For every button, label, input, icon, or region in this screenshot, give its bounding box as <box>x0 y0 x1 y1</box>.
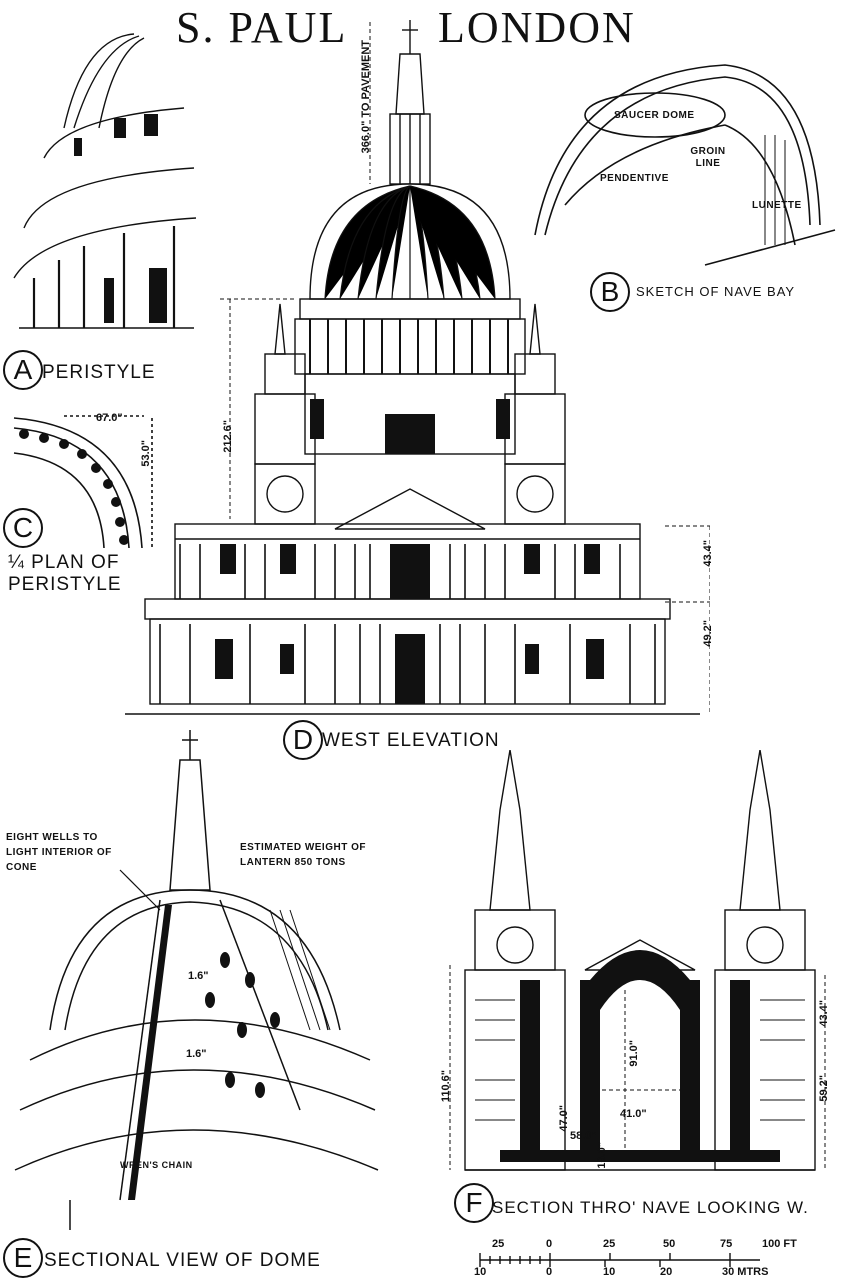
dim-lower-storey: 49.2" <box>702 620 714 647</box>
dim-dome-1: 1.6" <box>188 970 209 982</box>
quarter-plan-drawing <box>13 415 153 549</box>
dim-f-right-lower: 59.2" <box>818 1075 830 1102</box>
panel-f-letter: F <box>454 1183 494 1223</box>
scale-top-25: 25 <box>603 1238 616 1250</box>
panel-a-letter: A <box>3 350 43 390</box>
note-eight-wells: EIGHT WELLS TO LIGHT INTERIOR OF CONE <box>6 832 112 873</box>
dim-total-height: 366.0" TO PAVEMENT <box>360 40 372 154</box>
panel-d-letter: D <box>283 720 323 760</box>
scale-top-50: 50 <box>663 1238 676 1250</box>
scale-bottom-30m: 30 MTRS <box>722 1266 769 1278</box>
title-left: S. PAUL <box>176 3 348 52</box>
panel-e-letter: E <box>3 1238 43 1278</box>
peristyle-drawing <box>13 33 197 329</box>
panel-b-caption: SKETCH OF NAVE BAY <box>636 284 796 299</box>
nave-section-drawing <box>449 750 826 1171</box>
scale-bar <box>479 1253 760 1267</box>
dim-f-aisle-height: 47.0" <box>558 1105 570 1132</box>
scale-top-0: 0 <box>546 1238 553 1250</box>
label-groin-line: GROIN LINE <box>690 146 726 169</box>
scale-top-75: 75 <box>720 1238 733 1250</box>
panel-c-caption-line1: ¼ PLAN OF <box>8 552 120 573</box>
dim-body-height: 212.6" <box>222 420 234 453</box>
scale-bottom-10: 10 <box>603 1266 616 1278</box>
label-pendentive: PENDENTIVE <box>600 173 669 184</box>
note-lantern-weight: ESTIMATED WEIGHT OF LANTERN 850 TONS <box>240 842 366 868</box>
west-elevation-drawing <box>125 20 710 715</box>
dim-f-left-height: 110.6" <box>440 1070 452 1103</box>
label-lunette: LUNETTE <box>752 200 802 211</box>
dim-f-arch-height: 91.0" <box>628 1040 640 1067</box>
dim-f-right-upper: 43.4" <box>818 1000 830 1027</box>
panel-d-caption: WEST ELEVATION <box>322 730 500 751</box>
dim-f-16: 16.0" <box>596 1142 608 1169</box>
nave-bay-drawing <box>534 64 836 266</box>
panel-c-letter: C <box>3 508 43 548</box>
dim-plan-depth: 53.0" <box>140 440 152 467</box>
scale-top-25-left: 25 <box>492 1238 505 1250</box>
panel-c-caption-line2: PERISTYLE <box>8 574 122 595</box>
label-saucer-dome: SAUCER DOME <box>614 110 695 121</box>
dim-f-arch-span: 41.0" <box>620 1108 647 1120</box>
title-right: LONDON <box>438 3 636 52</box>
scale-top-100ft: 100 FT <box>762 1238 797 1250</box>
panel-e-caption: SECTIONAL VIEW OF DOME <box>44 1250 321 1271</box>
dim-dome-2: 1.6" <box>186 1048 207 1060</box>
scale-bottom-10-left: 10 <box>474 1266 487 1278</box>
dim-upper-storey: 43.4" <box>702 540 714 567</box>
dim-plan-width: 67.0" <box>96 412 123 424</box>
scale-bottom-20: 20 <box>660 1266 673 1278</box>
label-wrens-chain: WREN'S CHAIN <box>120 1160 193 1170</box>
scale-bottom-0: 0 <box>546 1266 553 1278</box>
dim-f-58: 58.0" <box>570 1130 597 1142</box>
panel-a-caption: PERISTYLE <box>42 362 156 383</box>
dome-section-drawing <box>14 730 379 1230</box>
panel-b-letter: B <box>590 272 630 312</box>
panel-f-caption: SECTION THRO' NAVE LOOKING W. <box>492 1198 809 1217</box>
